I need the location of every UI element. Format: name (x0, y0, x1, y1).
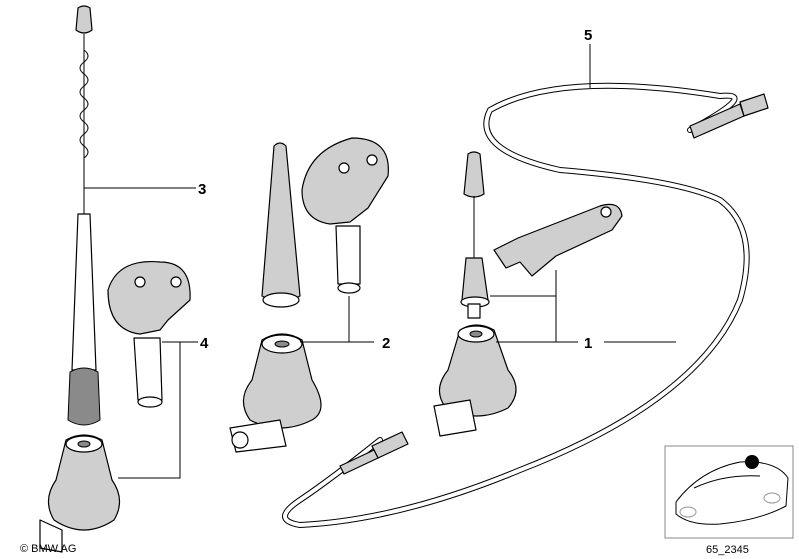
copyright-label: © BMW AG (20, 543, 76, 555)
location-marker-icon (745, 455, 759, 469)
antenna-base-middle (229, 333, 322, 453)
short-whip-antenna (460, 151, 490, 319)
mounting-bracket-left (107, 260, 191, 408)
antenna-base-left (39, 434, 121, 553)
rubber-stub-antenna (261, 142, 301, 308)
callout-3: 3 (198, 181, 206, 198)
car-location-inset (664, 445, 794, 539)
stub-antenna-mast-left (67, 213, 101, 426)
whip-antenna-rod (75, 5, 93, 214)
callout-2: 2 (382, 335, 390, 352)
callout-5: 5 (584, 27, 592, 44)
mounting-bracket-middle (301, 137, 389, 294)
callout-4: 4 (200, 335, 209, 352)
callout-1: 1 (584, 335, 592, 352)
diagram-code: 65_2345 (706, 544, 749, 556)
antenna-wrench (493, 203, 623, 277)
antenna-base-right (433, 324, 517, 437)
antenna-cable (282, 82, 769, 528)
leader-lines (84, 44, 676, 479)
